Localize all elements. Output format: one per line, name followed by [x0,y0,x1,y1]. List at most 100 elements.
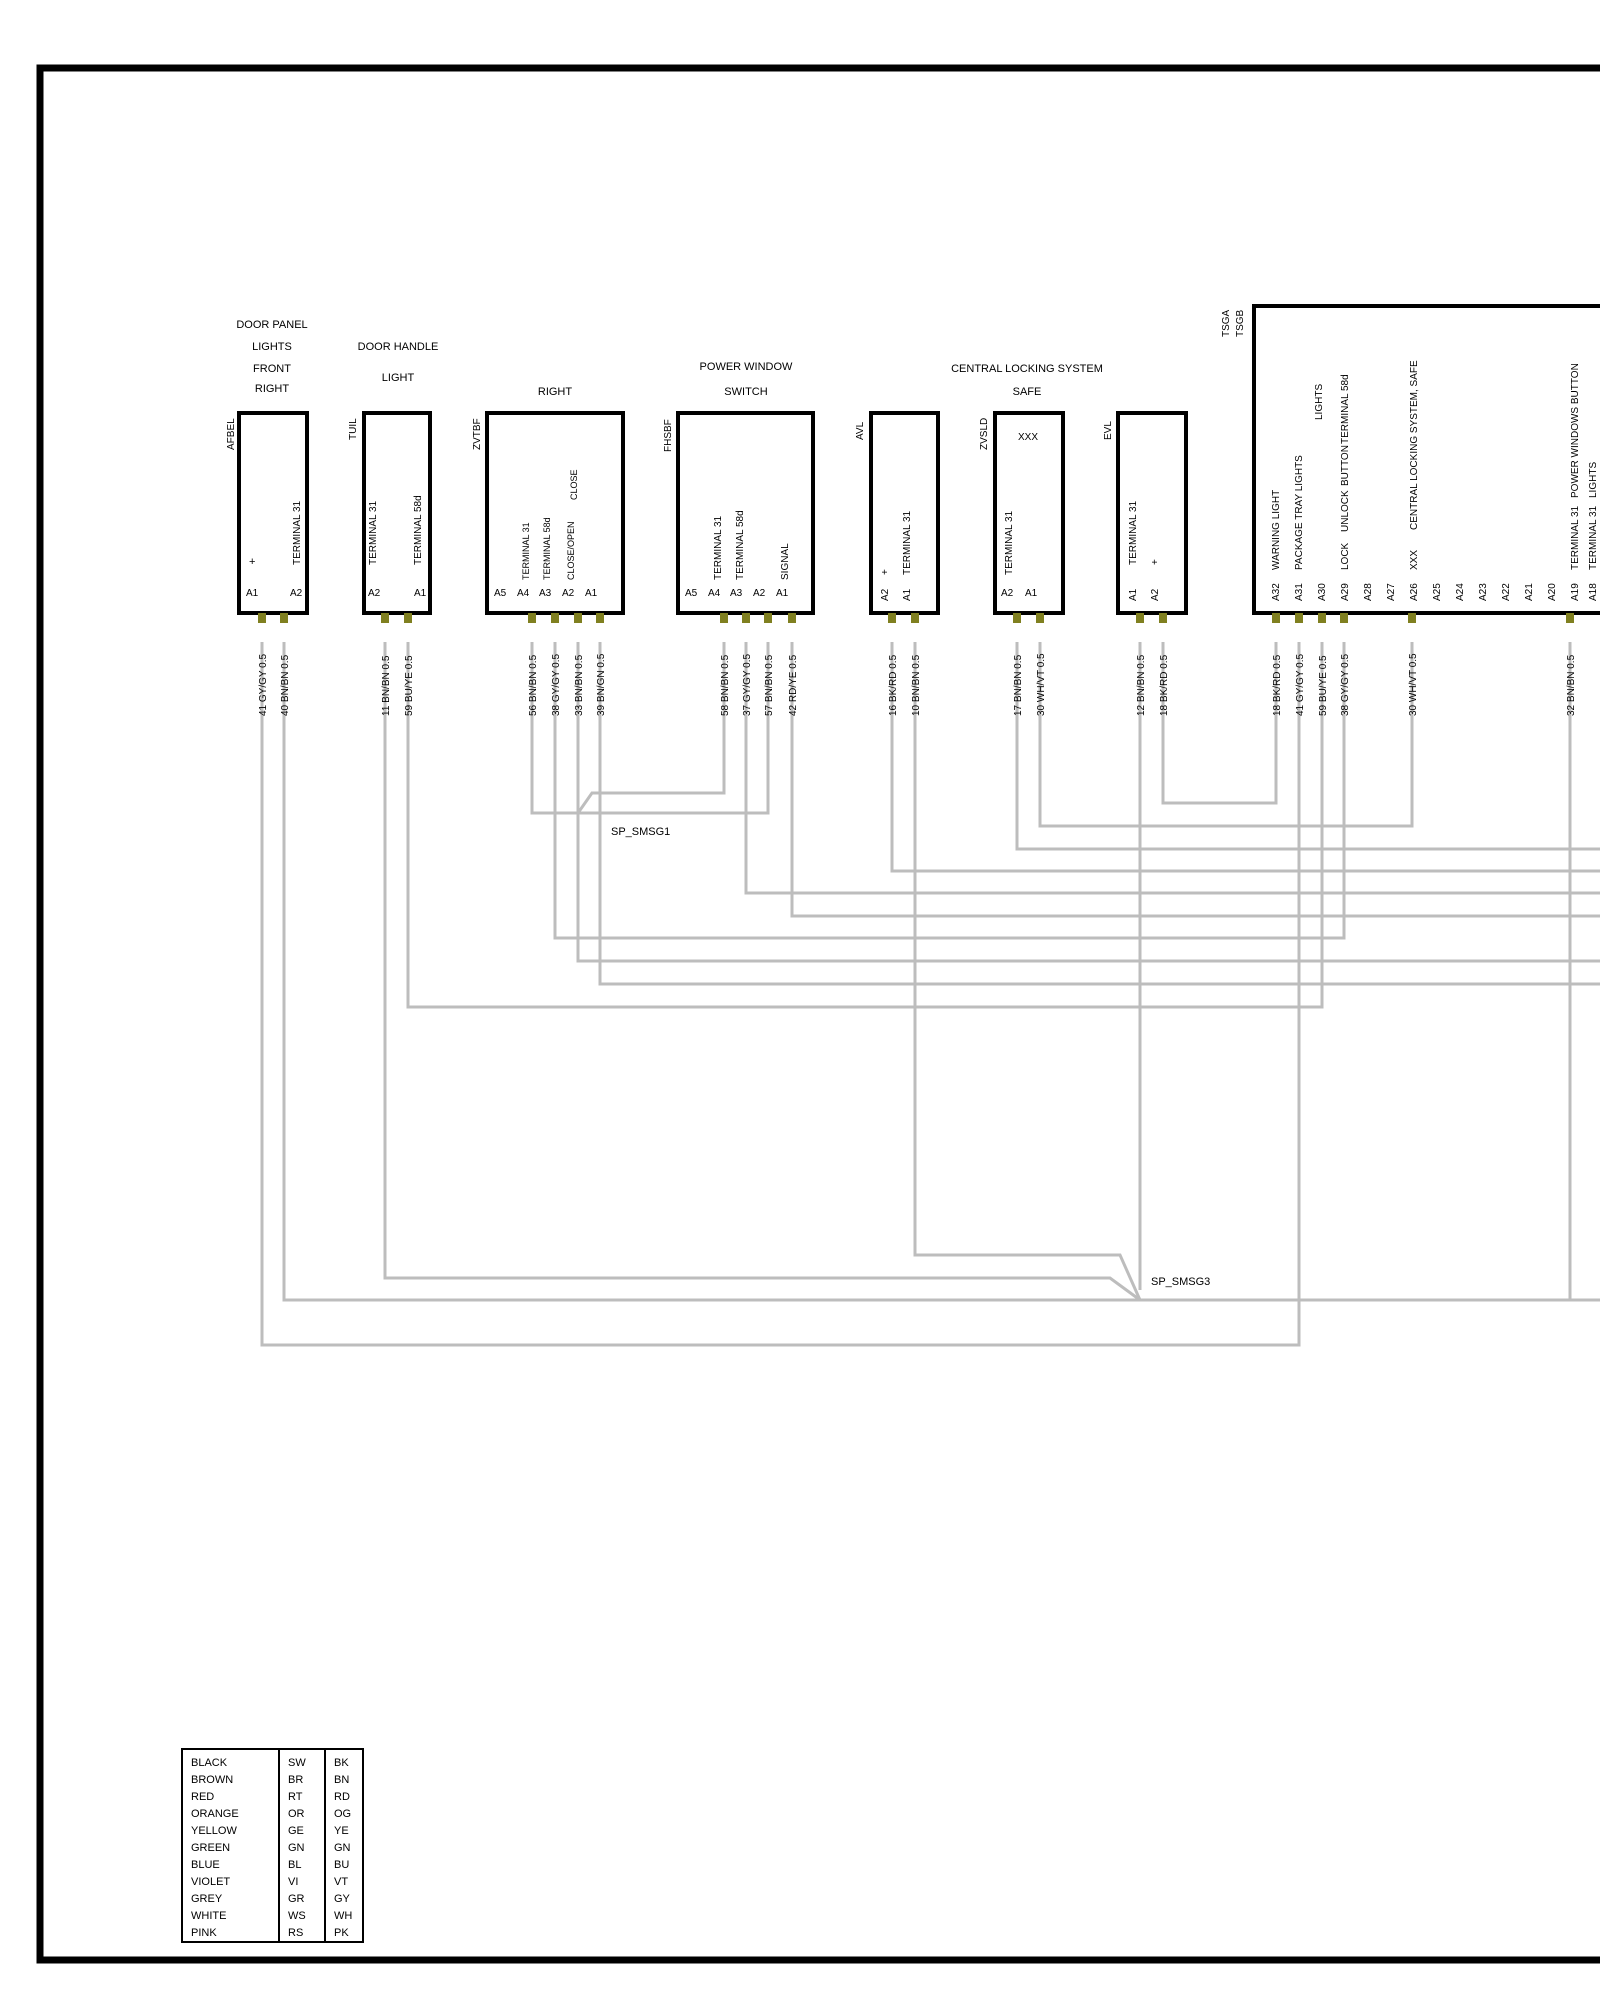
pin-stub [574,613,582,623]
tsg-pin-a21: A21 [1524,583,1535,601]
wire-label: 30 WH/VT 0.5 [1408,653,1419,716]
tsg-label-t58d: TERMINAL 58d [1340,374,1351,444]
legend-cell: VT [334,1876,349,1888]
wire-label: 11 BN/BN 0.5 [381,655,392,716]
afbel-pin-a1: A1 [246,588,259,599]
fhsbf-pin-a3: A3 [730,588,743,599]
wire-label: 32 BN/BN 0.5 [1566,654,1577,716]
legend-col-german: SW BR RT OR GE GN BL VI GR WS RS [280,1750,326,1941]
zvtbf-label-closeopen: CLOSE/OPEN [566,521,576,580]
legend-cell: WHITE [191,1910,227,1922]
legend-cell: GREY [191,1893,223,1905]
tsg-label-package-tray: PACKAGE TRAY LIGHTS [1294,455,1305,570]
pin-stub [528,613,536,623]
splice-label-1: SP_SMSG1 [611,826,670,838]
avl-pin-a2: A2 [880,588,891,601]
wire-label: 59 BU/YE 0.5 [404,655,415,716]
legend-cell: ORANGE [191,1808,239,1820]
pin-stub [404,613,412,623]
pin-stub [1136,613,1144,623]
zvsld-label-t31: TERMINAL 31 [1004,510,1015,575]
legend-cell: OG [334,1808,352,1820]
pin-stub [1036,613,1044,623]
tuil-label-t31: TERMINAL 31 [368,500,379,565]
tsg-label-cls-safe: CENTRAL LOCKING SYSTEM, SAFE [1409,360,1420,530]
zvtbf-pin-a5: A5 [494,588,507,599]
component-fhsbf: POWER WINDOW SWITCH FHSBF TERMINAL 31 TE… [663,361,815,615]
pin-stub [1340,613,1348,623]
pin-stub [1295,613,1303,623]
wire-label: 56 BN/BN 0.5 [528,654,539,716]
wire-label: 41 GY/GY 0.5 [1295,653,1306,716]
tuil-box [362,411,432,615]
tuil-title-2: LIGHT [382,372,415,384]
component-tsg: TSGA TSGB A32 A31 A30 A29 A28 A27 A26 A2… [1221,304,1600,615]
wire-label: 59 BU/YE 0.5 [1318,655,1329,716]
tuil-title-1: DOOR HANDLE [358,341,439,353]
fhsbf-title-2: SWITCH [724,386,767,398]
legend-cell: RED [191,1791,215,1803]
zvtbf-label-t58d: TERMINAL 58d [542,517,552,580]
zvtbf-pin-a1: A1 [585,588,598,599]
wire-label: 58 BN/BN 0.5 [720,654,731,716]
pin-stub [1566,613,1574,623]
tsg-pin-a25: A25 [1432,583,1443,601]
legend-cell: BR [288,1774,304,1786]
tsg-pin-a30: A30 [1317,583,1328,601]
tsg-pin-a31: A31 [1294,583,1305,601]
wire-splice1-fhsbf [576,642,726,814]
wire-label: 42 RD/YE 0.5 [788,654,799,716]
color-legend: BLACK BROWN RED ORANGE YELLOW GREEN BLUE… [181,1748,364,1943]
tsg-pin-a29: A29 [1340,583,1351,601]
tsg-pin-a22: A22 [1501,583,1512,601]
pin-stub [1013,613,1021,623]
component-afbel: DOOR PANEL LIGHTS FRONT RIGHT AFBEL + TE… [226,319,309,615]
fhsbf-pin-a1: A1 [776,588,789,599]
legend-cell: PK [334,1927,349,1939]
fhsbf-label-t58d: TERMINAL 58d [735,510,746,580]
tuil-label-t58d: TERMINAL 58d [413,495,424,565]
wire-label: 39 BN/GN 0.5 [596,653,607,716]
pin-stub [1318,613,1326,623]
wire-30-whvt [1038,642,1414,828]
wire-label: 41 GY/GY 0.5 [258,653,269,716]
afbel-title-3: FRONT [253,363,291,375]
pin-stub [911,613,919,623]
afbel-title-4: RIGHT [255,383,290,395]
wires [260,642,1600,1347]
zvsld-box [993,411,1065,615]
zvsld-title-1: CENTRAL LOCKING SYSTEM [951,363,1103,375]
wire-label: 18 BK/RD 0.5 [1272,654,1283,716]
afbel-label-plus: + [249,556,255,568]
fhsbf-title-1: POWER WINDOW [700,361,793,373]
zvtbf-id: ZVTBF [472,418,483,450]
pin-stub [551,613,559,623]
wire-42-rdye [790,642,1600,918]
tsg-pin-a20: A20 [1547,583,1558,601]
wire-37-gygy [744,642,1600,895]
tsg-id-b: TSGB [1235,309,1246,337]
wire-splice1-ground [530,642,770,815]
tsg-pin-a26: A26 [1409,583,1420,601]
pin-stub [888,613,896,623]
legend-cell: BROWN [191,1774,234,1786]
evl-box [1116,411,1188,615]
wire-label: 16 BK/RD 0.5 [888,654,899,716]
component-zvsld: CENTRAL LOCKING SYSTEM SAFE ZVSLD XXX TE… [951,363,1103,615]
legend-cell: YE [334,1825,349,1837]
evl-pin-a2: A2 [1150,588,1161,601]
fhsbf-pin-a4: A4 [708,588,721,599]
wire-41-gygy [260,642,1301,1347]
fhsbf-label-t31: TERMINAL 31 [713,515,724,580]
zvsld-id: ZVSLD [979,418,990,450]
tsg-pin-a24: A24 [1455,583,1466,601]
tsg-pin-a27: A27 [1386,583,1397,601]
pin-stub [1408,613,1416,623]
wire-label: 38 GY/GY 0.5 [1340,653,1351,716]
component-tuil: DOOR HANDLE LIGHT TUIL TERMINAL 31 TERMI… [348,341,439,615]
legend-cell: GN [334,1842,351,1854]
legend-cell: GREEN [191,1842,231,1854]
wire-labels: 41 GY/GY 0.5 40 BN/BN 0.5 11 BN/BN 0.5 5… [258,653,1577,716]
afbel-box [237,411,309,615]
legend-cell: VIOLET [191,1876,231,1888]
